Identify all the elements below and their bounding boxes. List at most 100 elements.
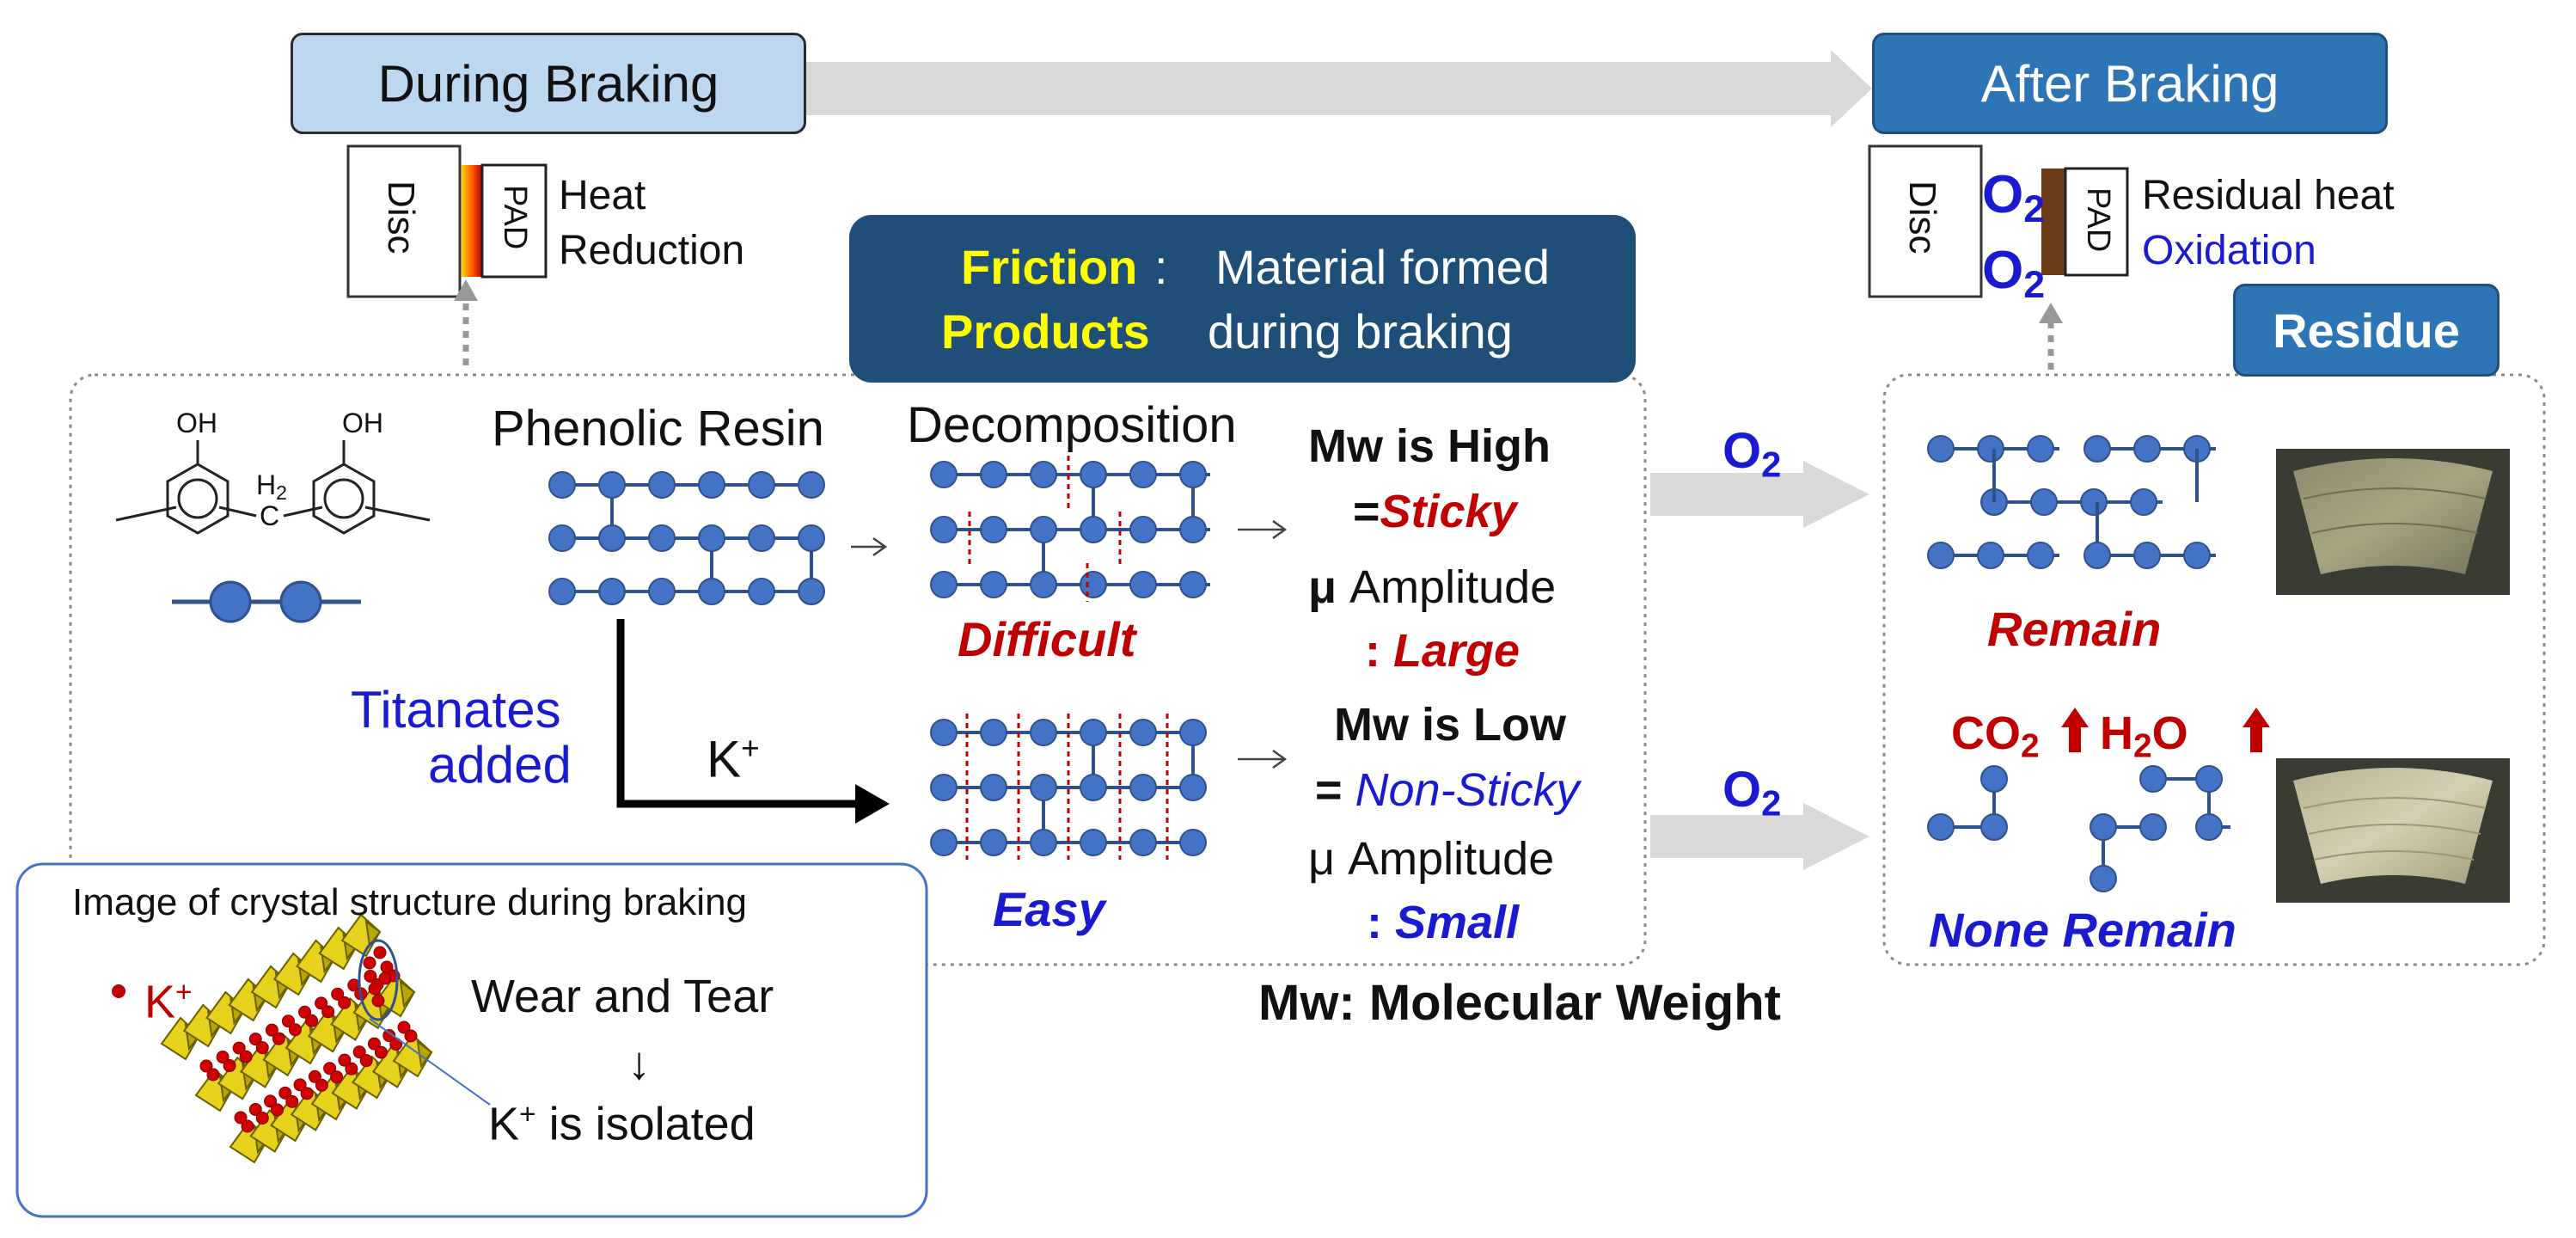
- easy-label: Easy: [993, 882, 1105, 936]
- network-node: [1179, 571, 1207, 598]
- k-ion: [298, 1005, 312, 1019]
- network-node: [598, 471, 626, 499]
- network-node: [1129, 516, 1157, 543]
- k-ion: [378, 971, 392, 985]
- k-ion: [216, 1051, 229, 1064]
- network-node: [980, 461, 1007, 488]
- k-ion: [352, 1045, 366, 1059]
- co2-label: CO2: [1951, 708, 2040, 765]
- k-ion: [331, 987, 345, 1001]
- network-node: [1179, 719, 1207, 746]
- network-node: [1080, 571, 1107, 598]
- k-ion: [241, 1119, 254, 1133]
- network-node: [1980, 765, 2008, 793]
- k-ion: [315, 996, 328, 1010]
- k-ion: [300, 1087, 314, 1100]
- network-node: [1080, 829, 1107, 856]
- definition-desc-line2: during braking: [1208, 304, 1513, 359]
- heat-label: Heat: [559, 173, 646, 218]
- k-ion: [368, 982, 382, 996]
- network-node: [1030, 516, 1057, 543]
- network-node: [980, 774, 1007, 801]
- network-node: [930, 461, 958, 488]
- network-node: [2130, 488, 2157, 516]
- network-node: [1927, 813, 1955, 841]
- k-ion: [285, 1094, 299, 1108]
- network-node: [2139, 765, 2167, 793]
- disc-pad-right: [1868, 144, 2129, 298]
- k-ion: [223, 1059, 236, 1073]
- mw-low-label: Mw is Low: [1334, 699, 1566, 751]
- network-node: [980, 829, 1007, 856]
- k-ion: [248, 1102, 262, 1116]
- k-ion: [232, 1041, 246, 1055]
- network-node: [2027, 435, 2054, 463]
- crystal-structure-image: [160, 913, 433, 1164]
- k-ion: [397, 1020, 411, 1034]
- ch2-carbon: C: [260, 500, 280, 531]
- network-node: [2027, 542, 2054, 569]
- k-ion: [281, 1014, 295, 1028]
- decomposition-label: Decomposition: [907, 397, 1237, 453]
- k-ion: [345, 1062, 358, 1076]
- network-node: [1030, 829, 1057, 856]
- k-ion: [373, 946, 387, 959]
- k-ion: [255, 1041, 269, 1055]
- network-node: [930, 829, 958, 856]
- network-node: [1927, 435, 1955, 463]
- o2-arrow-top: [1650, 461, 1869, 528]
- residual-heat-label: Residual heat: [2142, 173, 2395, 218]
- titanates-arrow: [616, 619, 860, 808]
- k-ion: [278, 1086, 292, 1100]
- network-node: [598, 578, 626, 605]
- residue-label: Residue: [2273, 303, 2460, 358]
- network-node: [2090, 813, 2117, 841]
- k-ion: [404, 1029, 418, 1043]
- after-braking-label: After Braking: [1980, 54, 2279, 113]
- k-ion: [308, 1069, 321, 1083]
- thin-arrows: [851, 519, 1288, 769]
- polymer-networks: [548, 435, 2230, 892]
- network-node: [1030, 461, 1057, 488]
- network-node: [1179, 774, 1207, 801]
- k-ion: [330, 1070, 344, 1084]
- network-node: [748, 578, 775, 605]
- k-ion: [371, 994, 385, 1008]
- added-label: added: [428, 736, 572, 794]
- network-node: [980, 516, 1007, 543]
- h2o-label: H2O: [2100, 708, 2188, 765]
- network-node: [548, 578, 576, 605]
- after-braking-header: After Braking: [1872, 33, 2388, 134]
- network-node: [1179, 829, 1207, 856]
- network-node: [1030, 719, 1057, 746]
- o2-label-top: O2: [1722, 423, 1782, 485]
- network-node: [1179, 516, 1207, 543]
- down-arrow: ↓: [627, 1038, 651, 1089]
- network-node: [748, 524, 775, 552]
- network-node: [548, 524, 576, 552]
- oxygen-top-right: O2: [1982, 165, 2046, 231]
- network-node: [1980, 813, 2008, 841]
- isolated-k-ellipse: [358, 939, 399, 1021]
- k-ion: [199, 1059, 213, 1073]
- network-node: [2195, 765, 2223, 793]
- dotted-connector-right-head: [2039, 303, 2063, 323]
- network-node: [980, 719, 1007, 746]
- k-legend-dot: [112, 984, 125, 998]
- network-node: [2139, 813, 2167, 841]
- o2-label-bottom: O2: [1722, 762, 1782, 824]
- network-node: [2090, 865, 2117, 892]
- oh-right: OH: [342, 408, 383, 438]
- network-node: [1080, 461, 1107, 488]
- ch2-label: H2: [256, 469, 287, 504]
- k-ion: [338, 996, 352, 1009]
- network-node: [1129, 571, 1157, 598]
- network-node: [2083, 435, 2111, 463]
- k-ion: [367, 1037, 381, 1051]
- during-braking-label: During Braking: [377, 54, 719, 113]
- amplitude-large: : Large: [1365, 625, 1521, 677]
- k-ion: [359, 1054, 373, 1068]
- network-node: [1977, 542, 2004, 569]
- k-ion: [265, 1023, 278, 1037]
- network-node: [930, 516, 958, 543]
